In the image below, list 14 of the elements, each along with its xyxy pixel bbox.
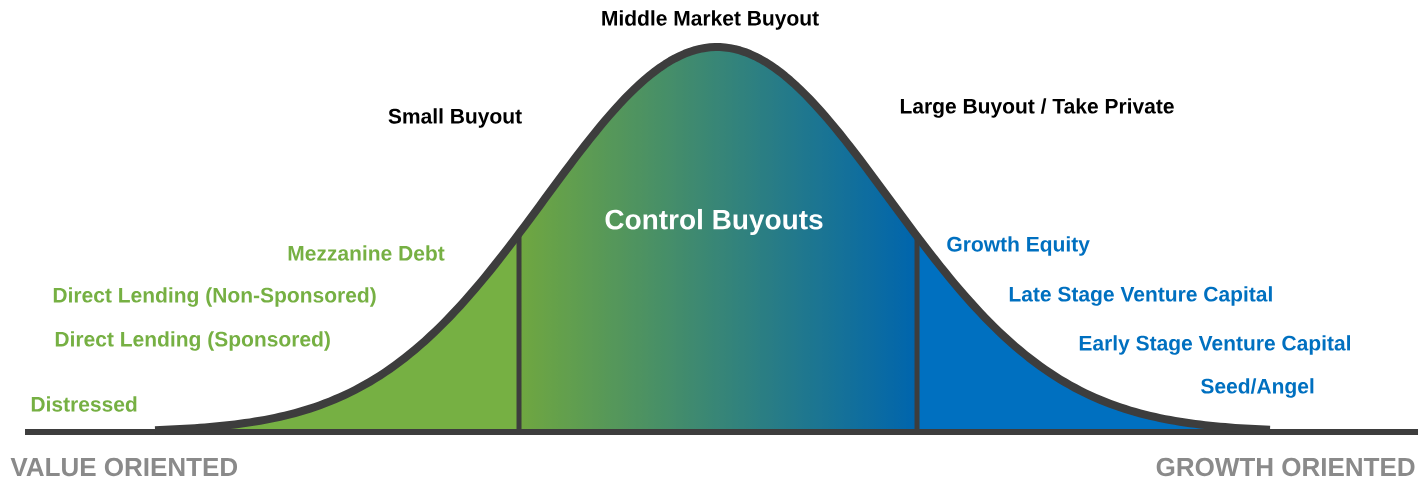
region-label: Control Buyouts xyxy=(605,208,823,236)
segment-label: Mezzanine Debt xyxy=(288,245,445,261)
segment-label: Growth Equity xyxy=(947,236,1090,256)
segment-label: Small Buyout xyxy=(388,108,522,128)
segment-label: Late Stage Venture Capital xyxy=(1009,286,1272,306)
segment-label: Distressed xyxy=(31,396,137,412)
segment-label: Direct Lending (Non-Sponsored) xyxy=(53,287,376,307)
segment-label: Early Stage Venture Capital xyxy=(1079,335,1350,355)
segment-label: Middle Market Buyout xyxy=(602,10,819,30)
segment-label: Seed/Angel xyxy=(1201,378,1314,398)
segment-label: Large Buyout / Take Private xyxy=(900,98,1174,118)
axis-label: VALUE ORIENTED xyxy=(10,457,238,477)
segment-label: Direct Lending (Sponsored) xyxy=(55,331,330,351)
axis-label: GROWTH ORIENTED xyxy=(1156,457,1415,477)
